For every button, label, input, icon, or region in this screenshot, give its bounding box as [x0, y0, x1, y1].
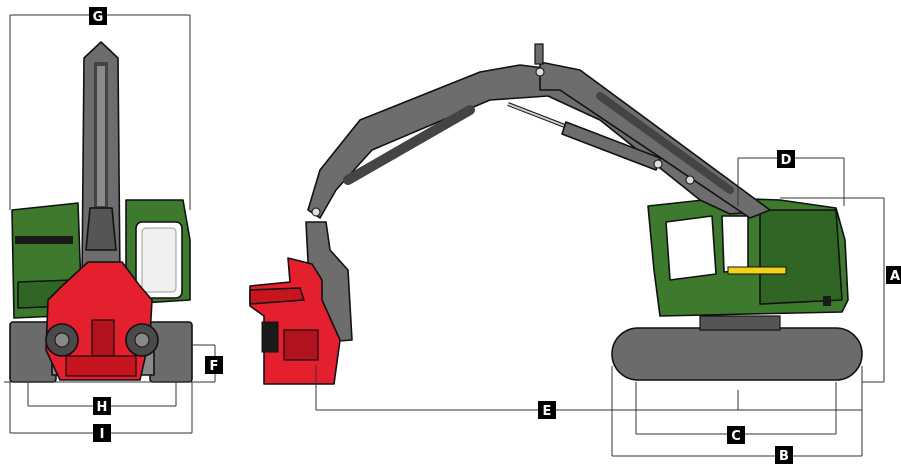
svg-text:G: G — [93, 10, 104, 25]
svg-text:B: B — [779, 449, 789, 464]
front-cab-window-inner — [141, 227, 177, 293]
side-head-arm — [249, 287, 305, 305]
side-badge — [823, 296, 831, 306]
side-boom-slot-1 — [343, 105, 475, 185]
front-right-track — [149, 321, 193, 383]
label-B: B — [775, 446, 793, 464]
label-E: E — [538, 401, 556, 419]
front-vent-grille — [15, 236, 73, 244]
side-pivot-top — [535, 67, 545, 77]
side-track — [611, 327, 863, 381]
side-head-roller — [261, 321, 279, 353]
front-head-lower — [65, 355, 137, 377]
front-boom-joint — [85, 207, 117, 251]
front-boom-slot-inner — [97, 66, 105, 206]
side-yellow-stripe — [727, 266, 787, 275]
svg-text:C: C — [731, 429, 741, 444]
svg-text:D: D — [781, 153, 792, 168]
side-main-boom — [307, 64, 751, 219]
label-C: C — [727, 426, 745, 444]
label-G: G — [89, 7, 107, 25]
svg-text:A: A — [890, 269, 900, 284]
side-pivot-low — [685, 175, 695, 185]
front-head-block — [91, 319, 115, 357]
side-hydraulic-rod-inner — [507, 103, 571, 129]
svg-text:E: E — [543, 404, 552, 419]
side-stick-slot — [596, 92, 734, 194]
front-right-roller-hub — [134, 332, 150, 348]
side-pivot-mid — [653, 159, 663, 169]
side-pivot-tip — [311, 207, 321, 217]
side-hydraulic-cylinder — [561, 121, 661, 171]
side-track-carrier — [699, 315, 781, 331]
label-I: I — [93, 424, 111, 442]
svg-text:H: H — [97, 400, 108, 415]
front-view-machine — [9, 41, 193, 383]
svg-text:I: I — [100, 427, 105, 442]
label-F: F — [205, 356, 223, 374]
svg-text:F: F — [210, 359, 219, 374]
side-view-machine — [249, 43, 863, 385]
side-boom-tip — [534, 43, 544, 65]
label-D: D — [777, 150, 795, 168]
label-H: H — [93, 397, 111, 415]
side-engine-hood — [759, 209, 843, 305]
side-cab-window-side — [721, 215, 749, 273]
front-left-roller-hub — [54, 332, 70, 348]
label-A: A — [886, 266, 901, 284]
side-cab-window-front — [665, 215, 717, 281]
side-head-block — [283, 329, 319, 361]
